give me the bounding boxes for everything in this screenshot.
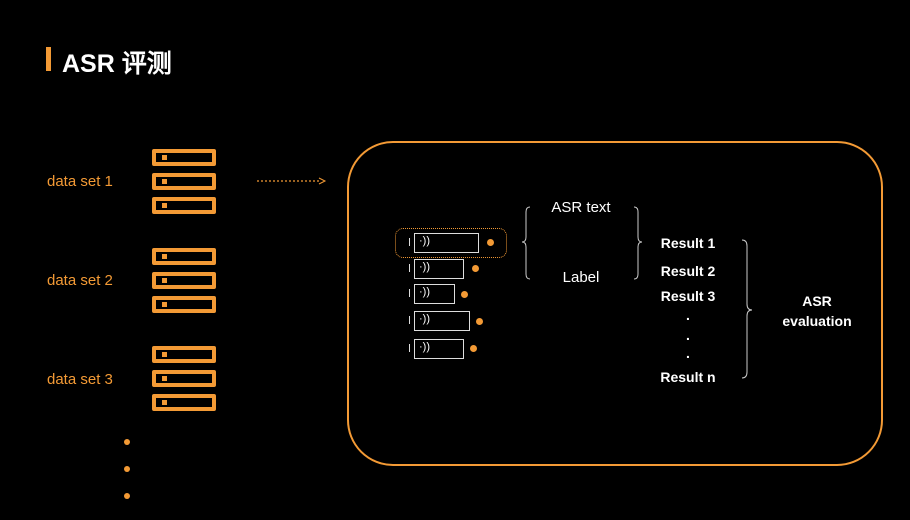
status-dot — [461, 291, 468, 298]
ellipsis-dot — [124, 439, 130, 445]
evaluation-frame — [347, 141, 883, 466]
server-icon — [152, 296, 216, 313]
status-dot — [476, 318, 483, 325]
result-item: Result 3 — [660, 288, 716, 304]
server-icon — [152, 197, 216, 214]
dataset-label: data set 3 — [47, 371, 113, 388]
speech-icon: ·)) — [419, 341, 430, 353]
audio-sample: ·)) — [409, 339, 464, 359]
speech-icon: ·)) — [419, 313, 430, 325]
result-item: Result n — [660, 369, 716, 385]
server-icon — [152, 272, 216, 289]
audio-sample: ·)) — [409, 311, 470, 331]
result-ellipsis: . — [686, 307, 690, 323]
audio-sample: ·)) — [409, 284, 455, 304]
status-dot — [472, 265, 479, 272]
evaluation-label: evaluation — [782, 313, 852, 329]
server-icon — [152, 370, 216, 387]
asr-text-label: ASR text — [551, 199, 611, 216]
result-item: Result 1 — [660, 235, 716, 251]
audio-sample: ·)) — [409, 259, 464, 279]
brace-icon — [521, 206, 643, 280]
selected-sample-highlight — [395, 228, 507, 258]
result-ellipsis: . — [686, 345, 690, 361]
ellipsis-dot — [124, 466, 130, 472]
server-icon — [152, 248, 216, 265]
server-icon — [152, 394, 216, 411]
evaluation-label: ASR — [802, 293, 832, 309]
server-icon — [152, 346, 216, 363]
speech-icon: ·)) — [419, 286, 430, 298]
status-dot — [470, 345, 477, 352]
result-ellipsis: . — [686, 327, 690, 343]
server-icon — [152, 149, 216, 166]
label-label: Label — [562, 269, 600, 286]
arrow-icon — [257, 177, 327, 185]
page-title: ASR 评测 — [62, 50, 172, 78]
speech-icon: ·)) — [419, 235, 430, 247]
result-item: Result 2 — [660, 263, 716, 279]
title-accent-bar — [46, 47, 51, 71]
audio-sample: ·)) — [409, 233, 479, 253]
status-dot — [487, 239, 494, 246]
dataset-label: data set 1 — [47, 173, 113, 190]
speech-icon: ·)) — [419, 261, 430, 273]
server-icon — [152, 173, 216, 190]
dataset-label: data set 2 — [47, 272, 113, 289]
brace-icon — [741, 239, 753, 379]
ellipsis-dot — [124, 493, 130, 499]
